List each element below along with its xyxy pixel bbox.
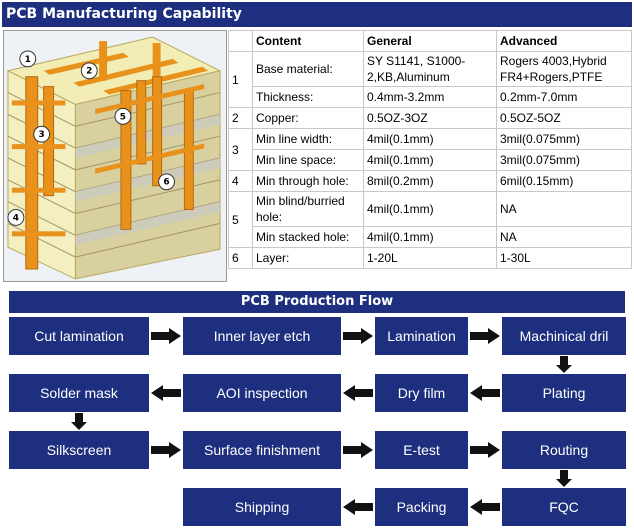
row-advanced: 3mil(0.075mm) xyxy=(496,149,632,171)
step-fqc: FQC xyxy=(502,488,626,526)
arrow-left-icon xyxy=(470,385,500,401)
step-lamination: Lamination xyxy=(375,317,468,355)
row-num: 3 xyxy=(228,128,253,171)
pcb-label-1: 1 xyxy=(25,55,31,65)
pcb-label-3: 3 xyxy=(39,130,45,140)
arrow-left-icon xyxy=(343,499,373,515)
row-num: 1 xyxy=(228,51,253,108)
row-content: Min line space: xyxy=(252,149,364,171)
header-general: General xyxy=(363,30,497,52)
step-plating: Plating xyxy=(502,374,626,412)
row-advanced: Rogers 4003,Hybrid FR4+Rogers,PTFE xyxy=(496,51,632,87)
step-solder-mask: Solder mask xyxy=(9,374,149,412)
table-row: Thickness: 0.4mm-3.2mm 0.2mm-7.0mm xyxy=(229,86,632,108)
pcb-label-6: 6 xyxy=(163,178,169,188)
step-inner-layer-etch: Inner layer etch xyxy=(183,317,341,355)
row-content: Min blind/burried hole: xyxy=(252,191,364,227)
arrow-right-icon xyxy=(151,442,181,458)
table-row: 6 Layer: 1-20L 1-30L xyxy=(228,247,632,269)
step-shipping: Shipping xyxy=(183,488,341,526)
pcb-label-5: 5 xyxy=(120,112,126,122)
table-row: 5 Min blind/burried hole: 4mil(0.1mm) NA xyxy=(228,191,632,248)
arrow-left-icon xyxy=(343,385,373,401)
row-advanced: 0.5OZ-5OZ xyxy=(496,107,632,129)
table-row: 4 Min through hole: 8mil(0.2mm) 6mil(0.1… xyxy=(228,170,632,192)
row-general: SY S1141, S1000-2,KB,Aluminum xyxy=(363,51,497,87)
row-content: Thickness: xyxy=(252,86,364,108)
step-packing: Packing xyxy=(375,488,468,526)
row-content: Base material: xyxy=(252,51,364,87)
step-dry-film: Dry film xyxy=(375,374,468,412)
row-content: Layer: xyxy=(252,247,364,269)
table-row: 2 Copper: 0.5OZ-3OZ 0.5OZ-5OZ xyxy=(228,107,632,129)
arrow-right-icon xyxy=(343,328,373,344)
row-num: 4 xyxy=(228,170,253,192)
table-row: Min stacked hole: 4mil(0.1mm) NA xyxy=(229,226,632,248)
step-routing: Routing xyxy=(502,431,626,469)
row-advanced: NA xyxy=(496,226,632,248)
row-num: 5 xyxy=(228,191,253,248)
row-num: 6 xyxy=(228,247,253,269)
header-advanced: Advanced xyxy=(496,30,632,52)
row-general: 4mil(0.1mm) xyxy=(363,149,497,171)
header-content: Content xyxy=(252,30,364,52)
row-general: 0.4mm-3.2mm xyxy=(363,86,497,108)
header-num xyxy=(228,30,253,52)
pcb-label-2: 2 xyxy=(86,67,92,77)
row-general: 4mil(0.1mm) xyxy=(363,128,497,150)
row-content: Copper: xyxy=(252,107,364,129)
arrow-right-icon xyxy=(343,442,373,458)
step-cut-lamination: Cut lamination xyxy=(9,317,149,355)
arrow-down-icon xyxy=(556,356,572,373)
page-title: PCB Manufacturing Capability xyxy=(2,2,632,27)
capability-table: Content General Advanced 1 Base material… xyxy=(228,30,632,269)
row-general: 8mil(0.2mm) xyxy=(363,170,497,192)
step-silkscreen: Silkscreen xyxy=(9,431,149,469)
step-aoi-inspection: AOI inspection xyxy=(183,374,341,412)
row-advanced: 0.2mm-7.0mm xyxy=(496,86,632,108)
row-general: 4mil(0.1mm) xyxy=(363,191,497,227)
row-advanced: NA xyxy=(496,191,632,227)
row-num: 2 xyxy=(228,107,253,129)
pcb-label-4: 4 xyxy=(13,213,19,223)
step-e-test: E-test xyxy=(375,431,468,469)
table-row: 3 Min line width: 4mil(0.1mm) 3mil(0.075… xyxy=(228,128,632,171)
row-content: Min line width: xyxy=(252,128,364,150)
arrow-right-icon xyxy=(470,442,500,458)
row-content: Min stacked hole: xyxy=(252,226,364,248)
pcb-cross-section-image: 1 2 3 4 5 6 xyxy=(3,30,227,282)
row-general: 0.5OZ-3OZ xyxy=(363,107,497,129)
row-advanced: 3mil(0.075mm) xyxy=(496,128,632,150)
flow-title: PCB Production Flow xyxy=(9,291,625,313)
row-general: 4mil(0.1mm) xyxy=(363,226,497,248)
table-header-row: Content General Advanced xyxy=(228,30,632,52)
row-general: 1-20L xyxy=(363,247,497,269)
step-mechanical-drill: Machinical dril xyxy=(502,317,626,355)
arrow-left-icon xyxy=(151,385,181,401)
table-row: Min line space: 4mil(0.1mm) 3mil(0.075mm… xyxy=(229,149,632,171)
arrow-down-icon xyxy=(71,413,87,430)
table-row: 1 Base material: SY S1141, S1000-2,KB,Al… xyxy=(228,51,632,108)
row-content: Min through hole: xyxy=(252,170,364,192)
row-advanced: 6mil(0.15mm) xyxy=(496,170,632,192)
arrow-right-icon xyxy=(151,328,181,344)
arrow-down-icon xyxy=(556,470,572,487)
arrow-right-icon xyxy=(470,328,500,344)
step-surface-finishment: Surface finishment xyxy=(183,431,341,469)
arrow-left-icon xyxy=(470,499,500,515)
row-advanced: 1-30L xyxy=(496,247,632,269)
